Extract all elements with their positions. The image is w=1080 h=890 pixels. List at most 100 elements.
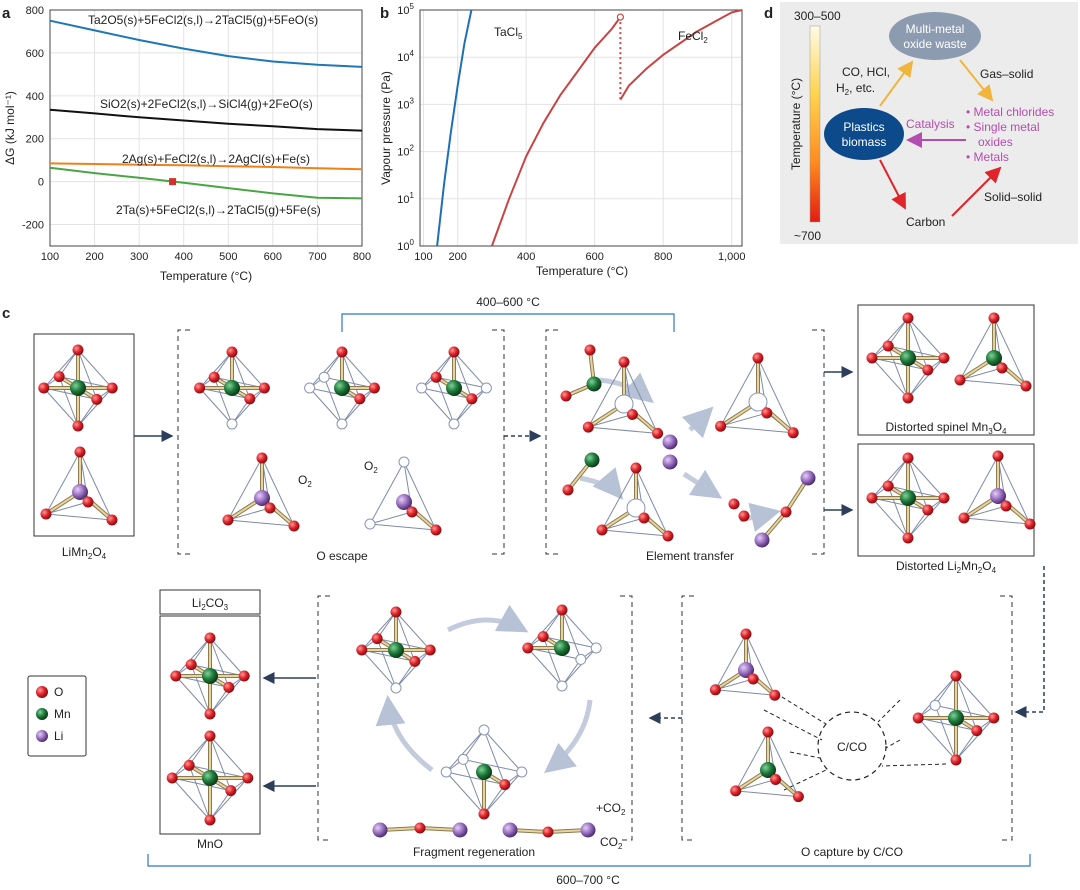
mno-box — [159, 615, 261, 835]
mn-atom — [388, 642, 404, 658]
o-atom — [769, 689, 781, 701]
transfer-arrow-2 — [681, 406, 714, 439]
o-atom — [522, 642, 534, 654]
o-atom — [542, 826, 554, 838]
li2mn2o4-box — [857, 443, 1035, 557]
polyhedron-edge — [955, 675, 978, 731]
li2mn2o4-tetrahedron — [958, 450, 1036, 530]
vacancy-site — [575, 653, 587, 665]
o-atom — [371, 633, 383, 645]
transfer-arrow-3 — [579, 467, 624, 500]
label-limn2o4: LiMn2O4 — [62, 545, 107, 561]
arrow-gas-up — [879, 60, 914, 107]
x-tick-label: 300 — [130, 251, 148, 263]
limn2o4-tetrahedron — [40, 446, 118, 526]
mn-atom — [224, 380, 240, 396]
capture-tetra-1 — [709, 628, 781, 701]
y-tick-label: -200 — [22, 220, 44, 232]
polyhedron-edge — [993, 317, 1027, 387]
mn-atom — [986, 350, 1002, 366]
vacancy-site — [336, 418, 348, 430]
legend-li-swatch — [36, 730, 48, 742]
polyhedron-edge — [188, 765, 211, 821]
vacancy-site — [304, 382, 316, 394]
polyhedron-edge — [907, 509, 929, 539]
o-atom — [424, 644, 436, 656]
polyhedron-edge — [376, 638, 397, 689]
polyhedron-edge — [369, 461, 405, 525]
polyhedron-edge — [446, 771, 505, 786]
x-tick-label: 200 — [449, 251, 467, 263]
o-atom — [992, 450, 1004, 462]
legend-mn-label: Mn — [54, 707, 71, 721]
temperature-gradient-bar — [809, 25, 821, 223]
o-atom — [82, 496, 94, 508]
o-atom — [902, 452, 914, 464]
o-atom — [902, 532, 914, 544]
y-tick-label: 101 — [397, 191, 414, 206]
polyhedron-edge — [959, 379, 1027, 387]
polyhedron-edge — [436, 376, 487, 389]
polyhedron-edge — [209, 777, 249, 821]
polyhedron-edge — [959, 367, 1003, 381]
polyhedron-edge — [720, 425, 794, 434]
polyhedron-edge — [209, 675, 245, 715]
oescape-octa-2 — [304, 346, 380, 430]
mn-atom — [202, 668, 218, 684]
x-tick-label: 500 — [219, 251, 237, 263]
polyhedron-edge — [45, 501, 89, 515]
x-tick-label: 1,000 — [718, 251, 746, 263]
o-atom — [478, 808, 490, 820]
o-atom — [882, 480, 894, 492]
li-atom — [72, 484, 88, 500]
polyhedron-edge — [561, 647, 597, 687]
mno-octahedron — [166, 730, 254, 826]
o-atom — [74, 446, 86, 458]
polyhedron-edge — [175, 637, 211, 677]
o-atom — [866, 352, 878, 364]
polyhedron-edge — [935, 704, 994, 719]
o-atom — [244, 393, 256, 405]
fragment-bracket — [317, 595, 633, 841]
gas-text-1: CO, HCl, — [842, 65, 890, 79]
oxide-waste-node — [889, 12, 981, 60]
o-atom — [752, 352, 764, 364]
oescape-tetra-1 — [222, 452, 300, 532]
mn-atom — [202, 770, 218, 786]
polyhedron-edge — [323, 377, 343, 425]
polyhedron-edge — [714, 633, 747, 691]
polyhedron-edge — [231, 387, 265, 425]
mn-atom — [586, 376, 602, 392]
mn-atom — [476, 764, 492, 780]
o-atom — [238, 670, 250, 682]
o-atom — [709, 684, 721, 696]
o-atom — [430, 524, 442, 536]
y-tick-label: 0 — [38, 177, 44, 189]
x-tick-label: 100 — [41, 251, 59, 263]
polyhedron-edge — [735, 790, 799, 798]
polyhedron-edge — [171, 777, 211, 821]
o-atom — [72, 420, 84, 432]
polyhedron-edge — [934, 705, 957, 761]
o-atom — [448, 346, 460, 358]
chart-a-ylabel: ΔG (kJ mol⁻¹) — [3, 91, 17, 165]
vacancy-site — [556, 680, 568, 692]
li-atom — [754, 532, 770, 548]
x-tick-label: 600 — [264, 251, 282, 263]
polyhedron-edge — [395, 611, 431, 651]
o-atom — [780, 506, 792, 518]
li-atom — [800, 470, 816, 486]
polyhedron-edge — [453, 351, 473, 399]
polyhedron-edge — [735, 779, 776, 792]
o-atom — [618, 356, 630, 368]
polyhedron-edge — [369, 511, 413, 525]
polyhedron-edge — [871, 317, 909, 359]
o-atom — [715, 420, 727, 432]
bracket-400-600 — [341, 313, 675, 332]
polyhedron-edge — [403, 461, 437, 531]
vacancy-site — [480, 382, 492, 394]
li-atom — [502, 822, 518, 838]
polyhedron-edge — [227, 507, 271, 521]
o-atom — [208, 371, 220, 383]
o-atom — [414, 822, 426, 834]
